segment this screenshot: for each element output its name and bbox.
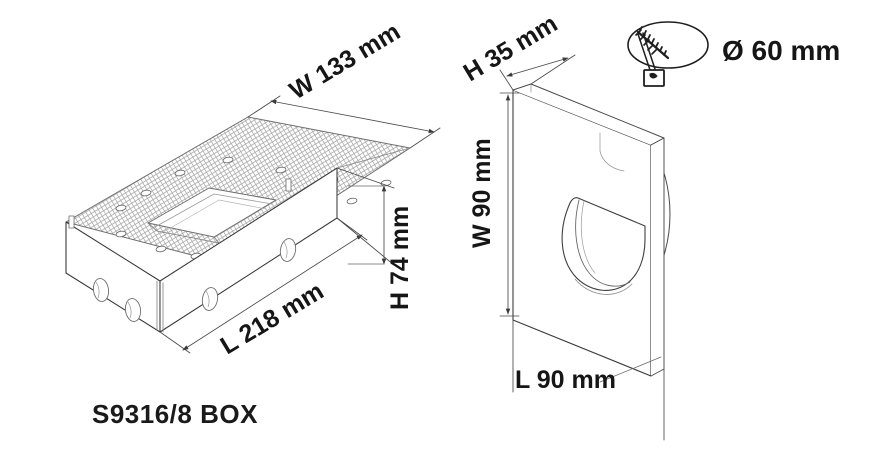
hole-saw-drill-icon — [635, 26, 670, 87]
extension-line — [336, 167, 395, 189]
dimension-label-luminaire-height: W 90 mm — [468, 138, 496, 248]
leader-line — [599, 356, 662, 383]
dimension-luminaire-depth — [499, 54, 576, 91]
drill-hole-diameter-label: Ø 60 mm — [722, 35, 840, 66]
box-perforated-flange — [65, 116, 411, 266]
dimension-label-box-width: W 133 mm — [285, 17, 405, 105]
luminaire-view — [499, 54, 671, 441]
extension-line — [247, 95, 281, 118]
dimension-label-luminaire-width: L 90 mm — [515, 366, 616, 394]
flange-center-opening — [147, 187, 277, 238]
dimension-label-box-height: H 74 mm — [386, 206, 414, 310]
dimension-box-height — [336, 167, 395, 266]
part-number-label: S9316/8 BOX — [92, 399, 258, 429]
drilled-hole-ellipse — [627, 21, 709, 69]
dimension-label-luminaire-depth: H 35 mm — [459, 9, 563, 87]
dimension-line — [270, 99, 435, 134]
dimension-box-width — [247, 95, 441, 149]
can-top-highlight — [599, 132, 625, 172]
light-aperture — [561, 197, 646, 295]
extension-line — [530, 54, 576, 85]
dimension-line — [182, 234, 363, 351]
drill-hole-callout — [627, 21, 709, 87]
extension-line — [499, 69, 514, 91]
extension-line — [409, 127, 441, 149]
recessed-box-view — [65, 95, 441, 354]
extension-line — [159, 331, 191, 354]
dimension-line — [506, 57, 569, 77]
dimension-luminaire-height — [499, 89, 520, 321]
dimension-luminaire-width — [512, 319, 665, 441]
